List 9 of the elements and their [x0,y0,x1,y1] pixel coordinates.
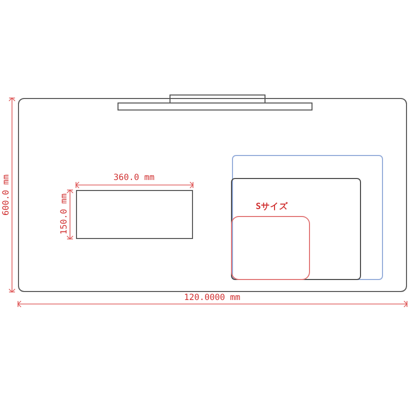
dimension-label: 120.0000 mm [184,293,240,303]
mat-size-label: Sサイズ [256,202,288,212]
dimension-label: 150.0 mm [58,194,69,234]
mat-outline [230,178,361,280]
desk-outline [18,98,407,292]
mat-outline [232,154,383,280]
dimension-label: 600.0 mm [0,174,11,216]
keyboard-outline [76,190,193,239]
dimension-label: 360.0 mm [114,173,154,183]
